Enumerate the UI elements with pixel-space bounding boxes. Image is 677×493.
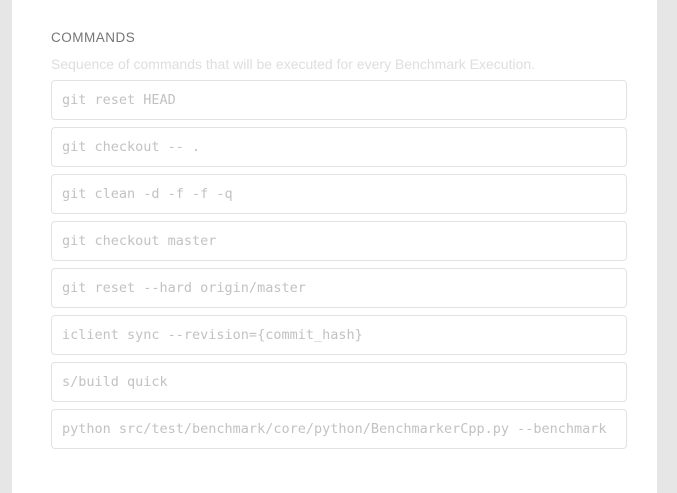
command-input-1[interactable]: git reset HEAD [51, 80, 627, 120]
command-input-2[interactable]: git checkout -- . [51, 127, 627, 167]
command-input-value: git reset HEAD [62, 92, 176, 108]
command-input-8[interactable]: python src/test/benchmark/core/python/Be… [51, 409, 627, 449]
command-input-value: git checkout master [62, 233, 217, 249]
section-description: Sequence of commands that will be execut… [51, 56, 536, 72]
command-input-value: python src/test/benchmark/core/python/Be… [62, 421, 607, 437]
command-input-value: git clean -d -f -f -q [62, 186, 233, 202]
command-input-7[interactable]: s/build quick [51, 362, 627, 402]
command-input-value: s/build quick [62, 374, 168, 390]
page-title: COMMANDS [51, 30, 136, 45]
settings-card: COMMANDS Sequence of commands that will … [12, 0, 657, 493]
command-input-5[interactable]: git reset --hard origin/master [51, 268, 627, 308]
commands-list: git reset HEAD git checkout -- . git cle… [51, 80, 627, 456]
command-input-3[interactable]: git clean -d -f -f -q [51, 174, 627, 214]
command-input-value: iclient sync --revision={commit_hash} [62, 327, 363, 343]
command-input-6[interactable]: iclient sync --revision={commit_hash} [51, 315, 627, 355]
command-input-value: git reset --hard origin/master [62, 280, 306, 296]
command-input-4[interactable]: git checkout master [51, 221, 627, 261]
command-input-value: git checkout -- . [62, 139, 201, 155]
